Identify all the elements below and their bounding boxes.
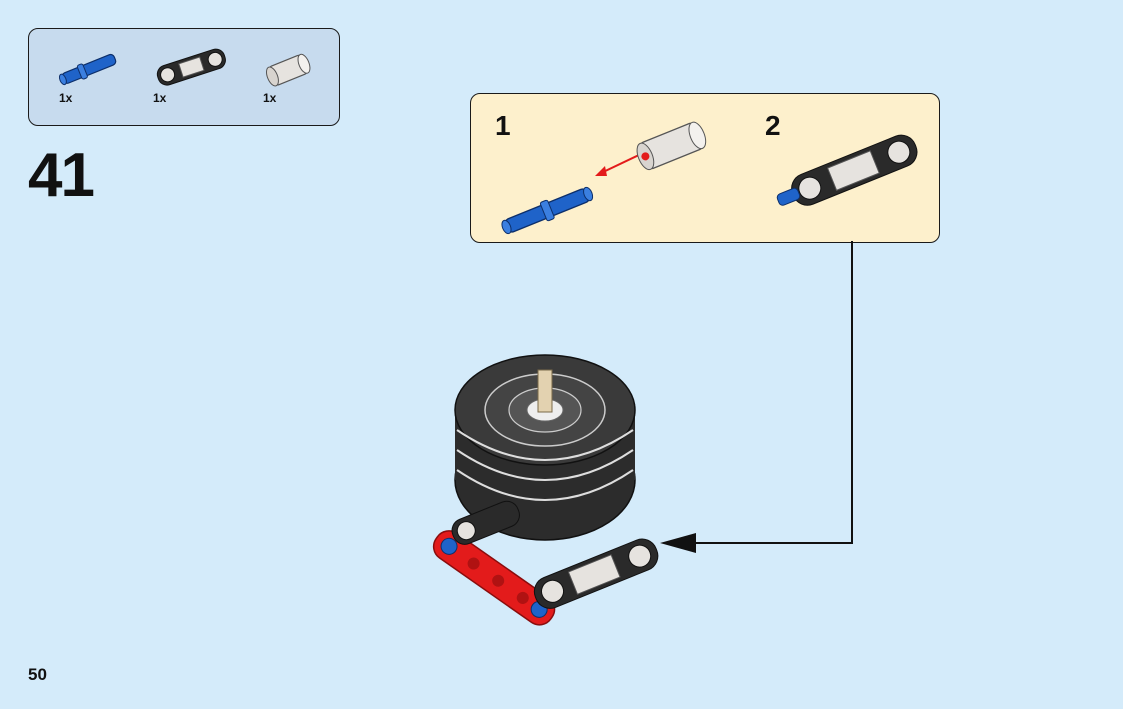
- connector-icon: [530, 535, 663, 613]
- main-assembly-illustration: [410, 340, 680, 650]
- page-number: 50: [28, 665, 47, 685]
- red-beam-icon: [428, 525, 560, 630]
